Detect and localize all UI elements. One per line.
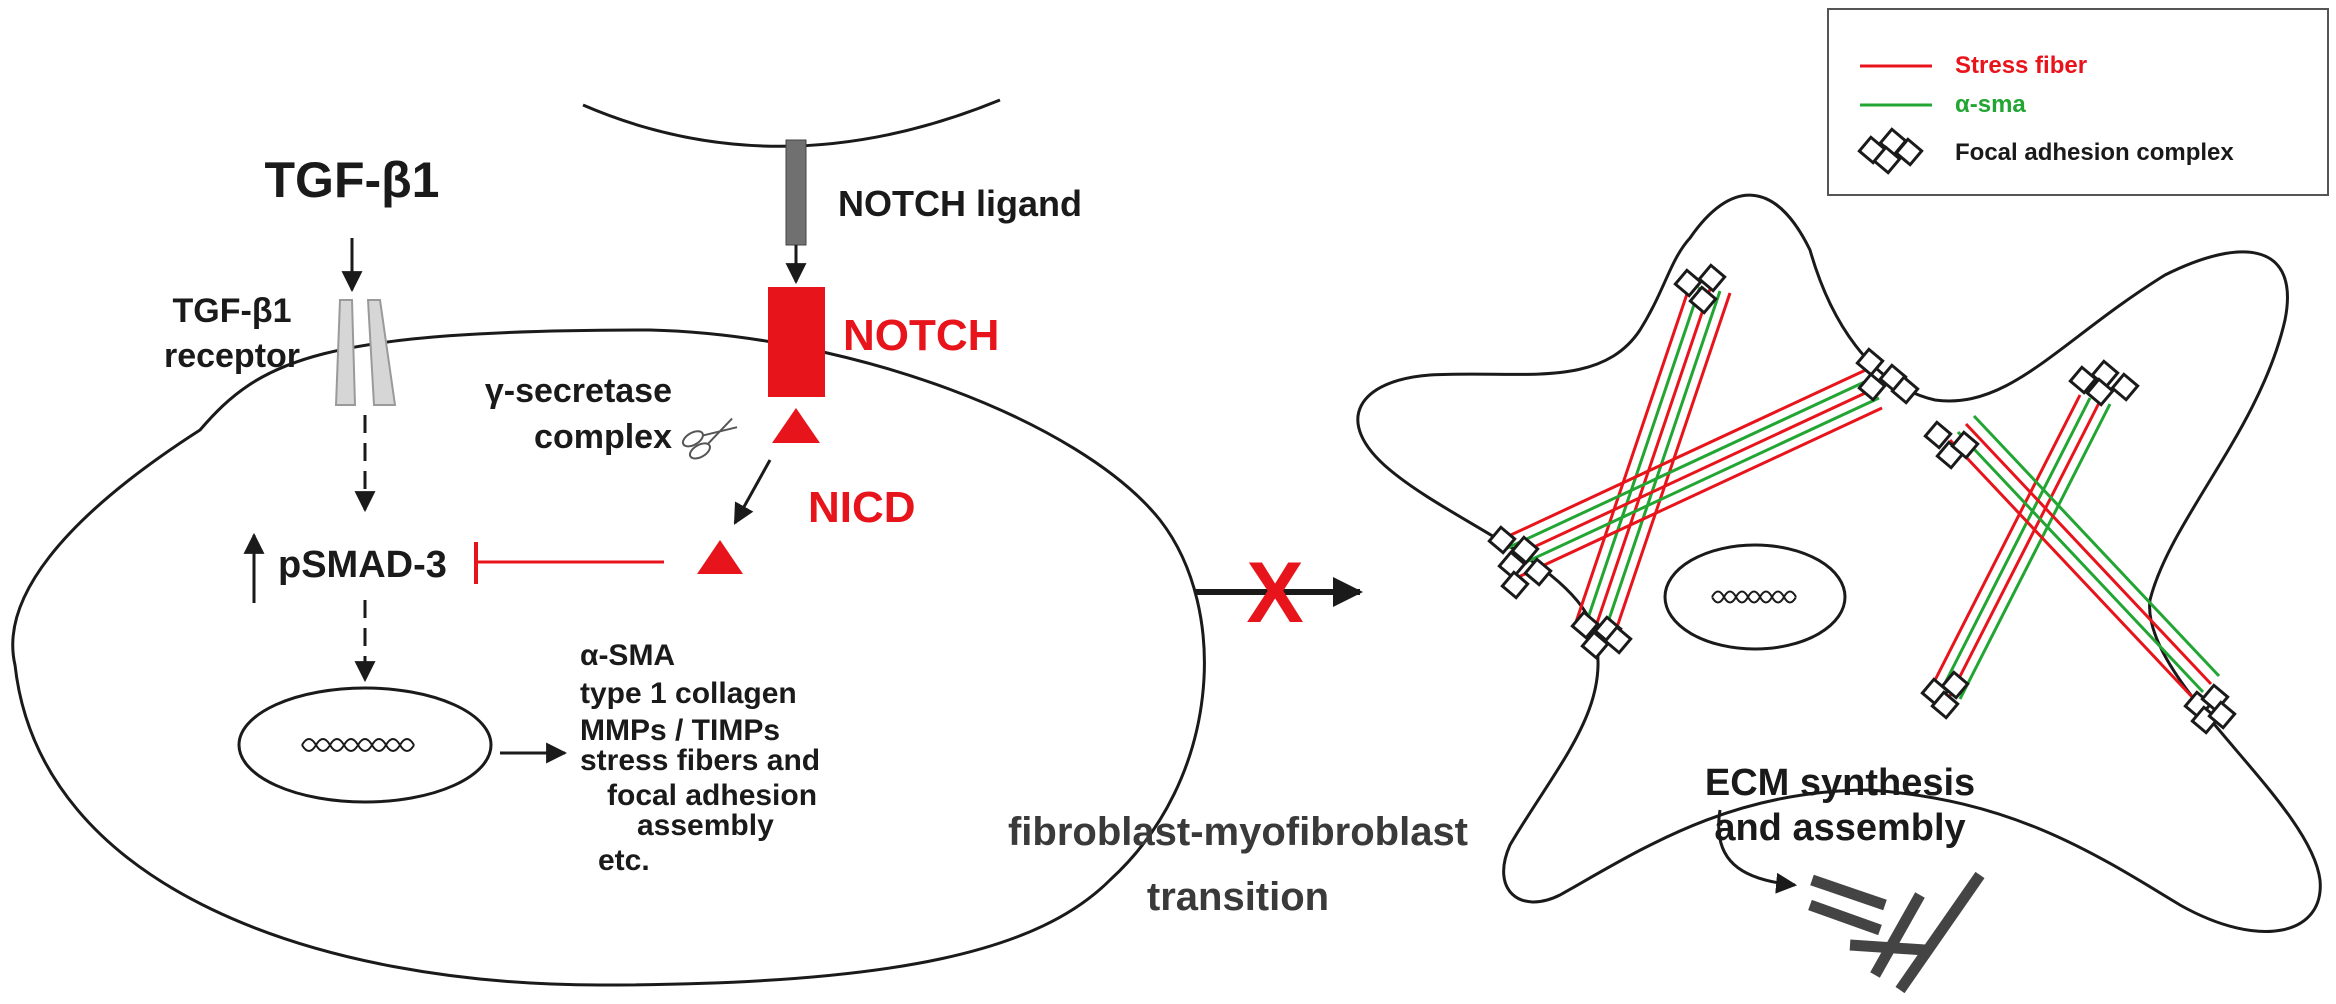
secretase-line1: γ-secretase — [485, 372, 672, 410]
receptor-label-line2: receptor — [164, 337, 300, 375]
stress-fiber-bundle-1 — [1573, 284, 1732, 634]
transition-line2: transition — [1147, 875, 1329, 919]
notch-ligand-label: NOTCH ligand — [838, 183, 1082, 224]
ecm-arrow — [1717, 809, 1798, 894]
nucleus-left — [237, 686, 493, 804]
gene-focal: focal adhesion — [607, 779, 817, 812]
gene-assembly: assembly — [637, 809, 774, 842]
focal-adhesion-5 — [2068, 359, 2140, 407]
ecm-line2: and assembly — [1714, 807, 1965, 849]
secretase-line2: complex — [534, 418, 672, 456]
stress-fiber-bundle-3 — [1928, 394, 2112, 700]
myofibroblast-membrane — [1356, 193, 2322, 933]
fibroblast-membrane — [11, 328, 1206, 987]
legend-box — [1827, 8, 2329, 196]
notch-receptor — [768, 287, 825, 397]
gene-stress: stress fibers and — [580, 744, 820, 777]
tgf-beta1-title: TGF-β1 — [265, 152, 440, 208]
focal-adhesion-4 — [1570, 610, 1633, 660]
nicd-label: NICD — [808, 483, 916, 532]
ligand-cell-membrane — [582, 98, 1001, 148]
legend-asma-label: α-sma — [1955, 91, 2026, 118]
stress-fiber-bundle-4 — [1948, 414, 2221, 702]
dna-left — [301, 738, 415, 752]
scissors-icon — [681, 417, 738, 460]
notch-ligand-bar — [785, 139, 807, 246]
nicd-triangle — [697, 540, 743, 574]
focal-adhesion-3 — [1487, 525, 1553, 600]
focal-adhesion-8 — [2183, 683, 2237, 735]
receptor-label-line1: TGF-β1 — [173, 292, 292, 330]
notch-nicd-head — [772, 408, 820, 443]
stress-fiber-bundle-2 — [1499, 366, 1883, 582]
dna-right — [1711, 590, 1797, 604]
block-mark: X — [1246, 545, 1303, 641]
notch-to-nicd-arrow — [733, 459, 772, 525]
focal-adhesion-2 — [1855, 347, 1920, 405]
legend-focal-adhesion-label: Focal adhesion complex — [1955, 139, 2234, 166]
gene-mmps: MMPs / TIMPs — [580, 714, 780, 747]
tgf-receptor — [334, 299, 397, 406]
notch-label: NOTCH — [843, 311, 999, 360]
ecm-fibers — [1808, 871, 1985, 994]
ecm-line1: ECM synthesis — [1705, 762, 1975, 804]
transition-line1: fibroblast-myofibroblast — [1008, 810, 1468, 854]
gene-etc: etc. — [598, 844, 650, 877]
psmad-label: pSMAD-3 — [278, 544, 447, 586]
legend-stress-fiber-label: Stress fiber — [1955, 52, 2087, 79]
nucleus-right — [1663, 543, 1847, 651]
gene-asma: α-SMA — [580, 639, 675, 672]
gene-collagen: type 1 collagen — [580, 677, 797, 710]
